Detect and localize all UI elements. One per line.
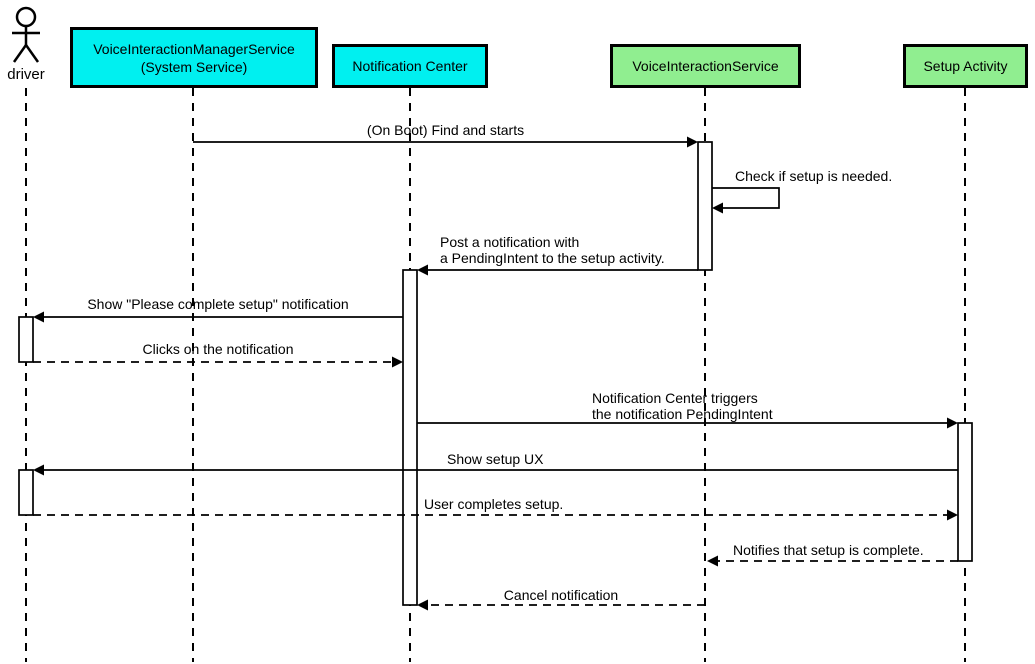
- arrowhead-4: [33, 311, 44, 323]
- activation-bars: [18, 141, 973, 606]
- participant-label-line: Setup Activity: [923, 58, 1008, 74]
- participant-label-line: Notification Center: [352, 58, 468, 74]
- message-label-10: Cancel notification: [503, 587, 619, 603]
- arrowhead-10: [417, 599, 428, 611]
- actor-label: driver: [7, 66, 45, 83]
- activation-driver-2: [18, 469, 34, 516]
- message-arrow-2-self: [712, 187, 780, 209]
- message-label-line: Notification Center triggers: [592, 390, 758, 406]
- actor-head: [15, 6, 37, 28]
- message-label-line: the notification PendingIntent: [592, 406, 773, 422]
- message-arrows: [33, 136, 958, 611]
- message-label-9: Notifies that setup is complete.: [733, 542, 924, 558]
- message-label-6: Notification Center triggers the notific…: [592, 390, 773, 422]
- actor-icon: [12, 6, 40, 63]
- message-label-5: Clicks on the notification: [142, 341, 294, 357]
- message-label-line: a PendingIntent to the setup activity.: [440, 250, 665, 266]
- participant-voiceinteractionservice: VoiceInteractionService: [610, 44, 801, 88]
- participant-voiceinteractionmanagerservice: VoiceInteractionManagerService (System S…: [70, 27, 318, 88]
- activation-driver-1: [18, 316, 34, 363]
- arrowhead-6: [947, 417, 958, 429]
- actor-left-leg: [12, 44, 28, 63]
- participant-setup-activity: Setup Activity: [903, 44, 1028, 88]
- message-label-1: (On Boot) Find and starts: [366, 122, 525, 138]
- participant-label-line: VoiceInteractionManagerService: [93, 40, 295, 57]
- participant-label-line: VoiceInteractionService: [632, 58, 779, 74]
- arrowhead-7: [33, 464, 44, 476]
- message-label-4: Show "Please complete setup" notificatio…: [87, 296, 349, 312]
- arrowhead-3: [417, 264, 428, 276]
- message-label-8: User completes setup.: [424, 496, 564, 512]
- arrowhead-5: [392, 356, 403, 368]
- message-label-line: Post a notification with: [440, 234, 580, 250]
- actor-right-leg: [24, 44, 40, 63]
- activation-notification-center: [402, 269, 418, 606]
- activation-setup-activity: [957, 422, 973, 562]
- arrowhead-1: [687, 136, 698, 148]
- message-label-2: Check if setup is needed.: [735, 168, 893, 184]
- activation-voiceinteractionservice: [697, 141, 713, 271]
- message-label-3: Post a notification with a PendingIntent…: [440, 234, 665, 266]
- arrowhead-9: [707, 555, 718, 567]
- participant-label-line: (System Service): [140, 58, 248, 75]
- message-label-7: Show setup UX: [447, 451, 544, 467]
- arrowhead-8: [947, 509, 958, 521]
- participant-notification-center: Notification Center: [332, 44, 488, 88]
- arrowhead-2: [712, 202, 723, 214]
